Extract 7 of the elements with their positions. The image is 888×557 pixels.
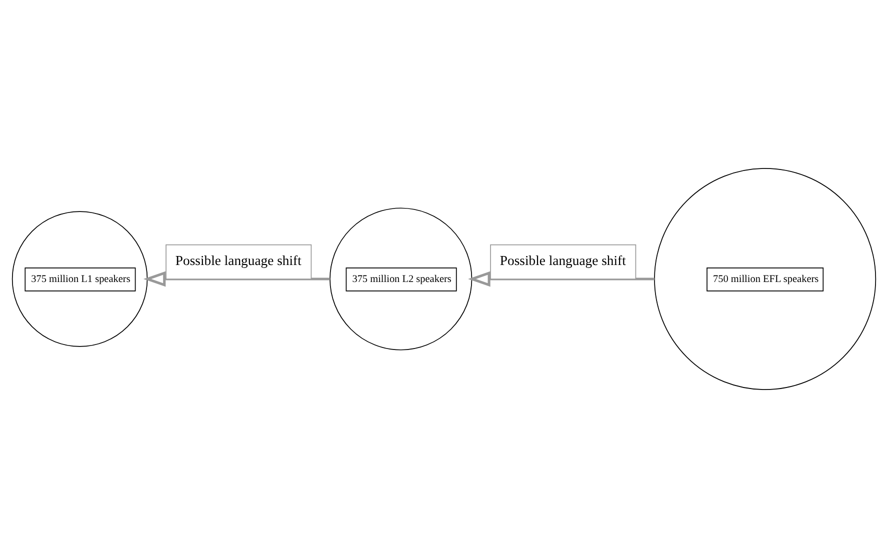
edge-label: Possible language shift [500, 252, 626, 268]
edge-label: Possible language shift [175, 252, 302, 268]
node-circle: 375 million L2 speakers [330, 207, 472, 350]
node-circle: 375 million L1 speakers [12, 210, 148, 346]
arrow [468, 270, 654, 286]
arrow [143, 270, 330, 286]
node-circle: 750 million EFL speakers [654, 167, 876, 390]
